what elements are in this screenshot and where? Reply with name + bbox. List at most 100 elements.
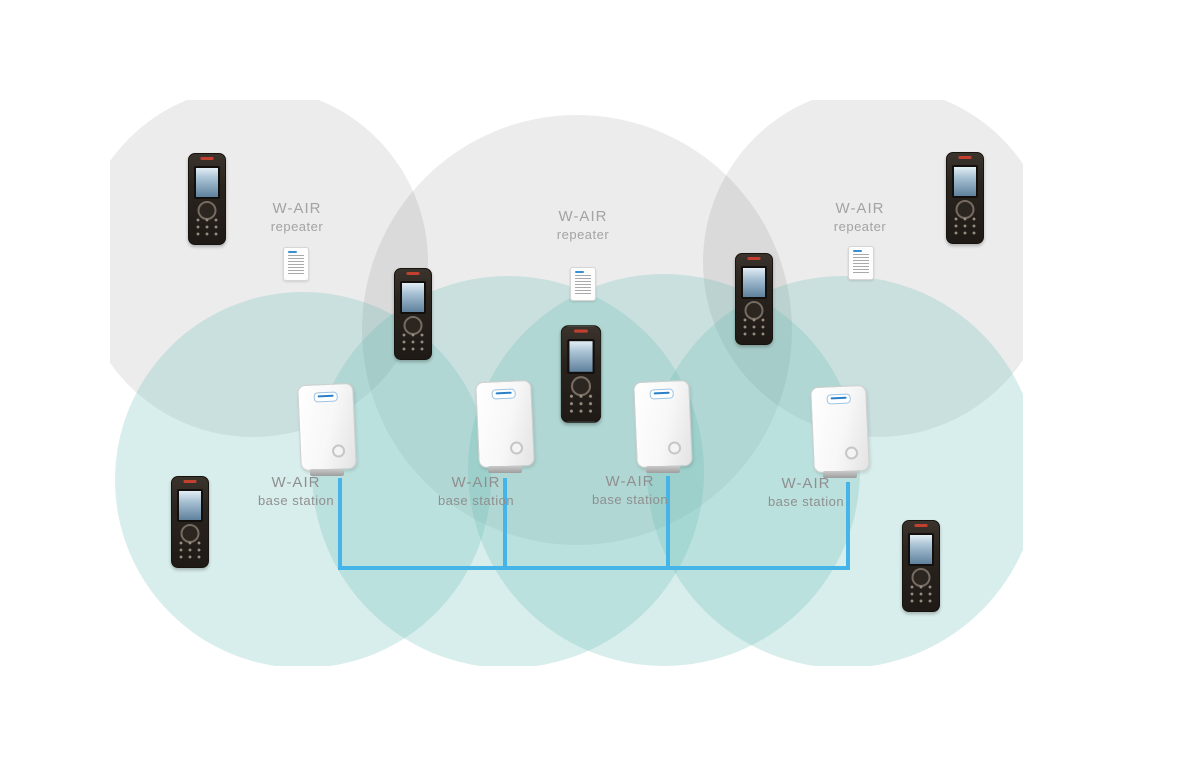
repeater-label-line1: W-AIR [835,200,885,217]
handset-keypad [741,315,767,339]
brand-mark [288,251,297,253]
repeater-label-line2: repeater [833,219,887,234]
repeater-box [570,267,596,301]
handset-center [560,325,602,423]
base-label-line2: base station [767,494,845,509]
base-label-line1: W-AIR [781,475,831,492]
repeater-label-2: W-AIR repeater [557,208,609,242]
handset-body [171,476,209,568]
brand-mark [747,257,761,260]
base-station-label-3: W-AIR base station [592,473,668,507]
handset-keypad [177,538,203,562]
repeater-label-line2: repeater [270,219,324,234]
repeater-1 [283,247,309,281]
speaker-circle [668,441,682,455]
repeater-device [570,267,596,301]
handset-screen [567,339,595,374]
link-line-vertical [503,478,507,570]
handset-device [735,253,773,345]
handset-body [735,253,773,345]
repeater-label-line1: W-AIR [272,200,322,217]
handset-top-right [946,152,984,244]
base-station-4 [810,384,870,480]
base-label-line2: base station [257,493,335,508]
base-station-label-2: W-AIR base station [438,474,514,508]
base-station-panel [475,379,535,469]
handset-keypad [908,582,934,606]
repeater-grille [575,275,591,296]
repeater-label-line2: repeater [556,227,610,242]
handset-bottom-right [902,520,940,612]
handset-device [946,152,984,244]
repeater-box [283,247,309,281]
link-line-vertical [846,482,850,570]
handset-body [394,268,432,360]
speaker-circle [332,444,346,458]
base-station-device [633,379,693,475]
repeater-device [848,246,874,280]
speaker-circle [845,446,859,460]
base-station-label-4: W-AIR base station [768,475,844,509]
brand-mark [183,480,197,483]
repeater-coverage-circle [110,100,428,437]
link-line-horizontal [338,566,850,570]
handset-keypad [400,330,426,354]
brand-logo [826,393,851,405]
link-line-vertical [666,476,670,570]
base-station-device [297,382,357,478]
base-station-foot [646,466,680,473]
handset-screen [194,166,220,199]
base-station-foot [488,466,522,473]
handset-body [902,520,940,612]
base-label-line2: base station [591,492,669,507]
brand-logo [313,391,338,403]
handset-device [560,325,602,423]
base-station-panel [810,384,870,474]
handset-device [394,268,432,360]
repeater-label-1: W-AIR repeater [271,200,323,234]
repeater-label-3: W-AIR repeater [834,200,886,234]
repeater-3 [848,246,874,280]
repeater-grille [288,255,304,276]
handset-mid-right [735,253,773,345]
repeater-label-line1: W-AIR [558,208,608,225]
handset-mid-left [394,268,432,360]
handset-screen [741,266,767,299]
handset-device [171,476,209,568]
brand-mark [406,272,420,275]
base-station-label-1: W-AIR base station [258,474,334,508]
brand-mark [200,157,214,160]
handset-body [946,152,984,244]
base-station-foot [823,471,857,478]
brand-mark [958,156,972,159]
handset-body [188,153,226,245]
handset-keypad [194,215,220,239]
base-station-device [810,384,870,480]
handset-body [560,325,602,423]
base-station-foot [310,469,344,476]
brand-logo [491,388,516,400]
handset-screen [177,489,203,522]
handset-screen [952,165,978,198]
brand-logo [649,388,674,400]
base-station-panel [297,382,357,472]
repeater-device [283,247,309,281]
base-station-panel [633,379,693,469]
repeater-2 [570,267,596,301]
handset-device [188,153,226,245]
handset-keypad [952,214,978,238]
base-station-device [475,379,535,475]
handset-screen [908,533,934,566]
link-line-vertical [338,478,342,570]
speaker-circle [510,441,524,455]
base-station-1 [297,382,357,478]
handset-screen [400,281,426,314]
repeater-box [848,246,874,280]
base-label-line2: base station [437,493,515,508]
base-label-line1: W-AIR [605,473,655,490]
base-station-2 [475,379,535,475]
brand-mark [914,524,928,527]
brand-mark [853,250,862,252]
base-label-line1: W-AIR [271,474,321,491]
